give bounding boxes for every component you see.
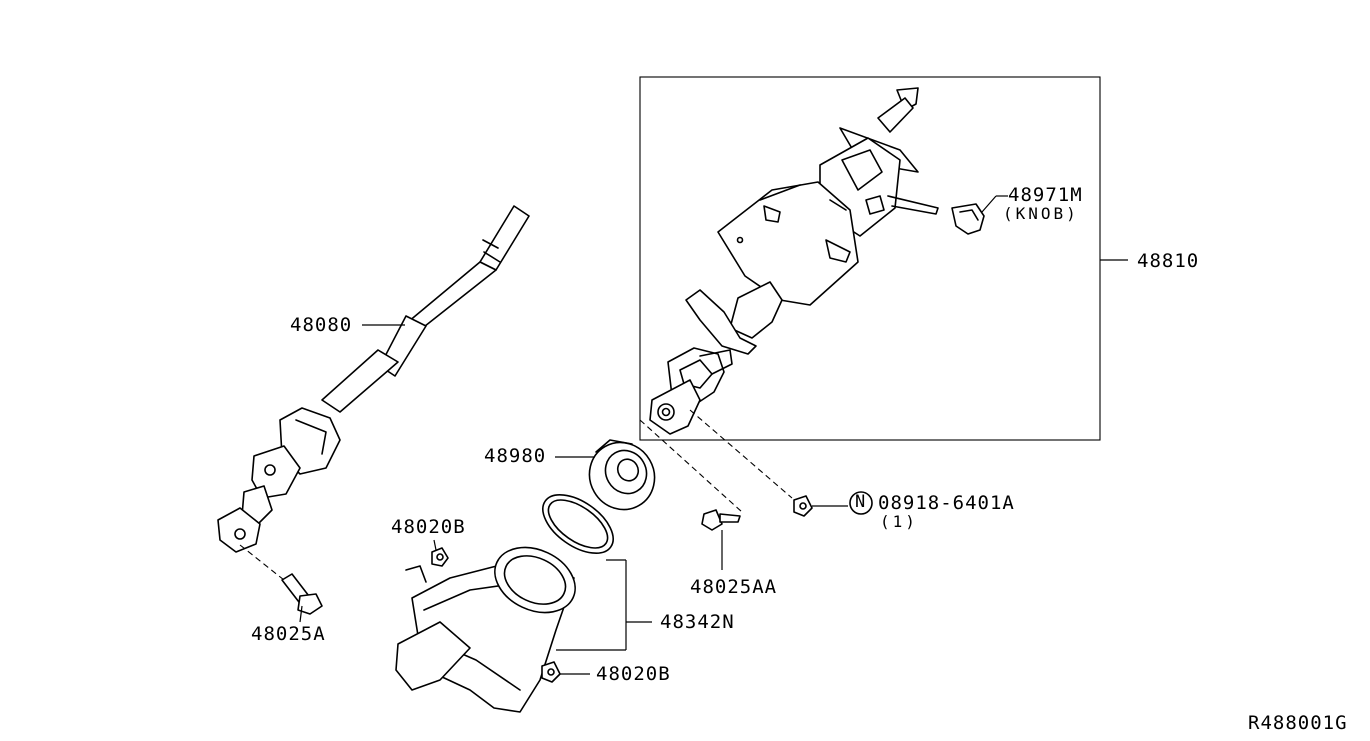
column-bolt xyxy=(639,419,743,570)
label-48020B-lower: 48020B xyxy=(596,663,671,685)
hole-seal xyxy=(555,439,656,511)
n-marker-circle xyxy=(849,491,873,515)
diagram-reference-code: R488001G xyxy=(1248,712,1348,734)
label-08918-6401A-qty: (1) xyxy=(880,512,918,531)
label-48020B-upper: 48020B xyxy=(391,516,466,538)
label-48080: 48080 xyxy=(290,314,353,336)
n-marker-letter: N xyxy=(855,492,866,512)
label-48810: 48810 xyxy=(1137,250,1200,272)
lower-joint-shaft xyxy=(217,205,530,553)
nut-lower xyxy=(541,661,590,683)
label-08918-6401A: 08918-6401A xyxy=(878,492,1015,514)
joint-bolt xyxy=(239,544,323,623)
standard-nut xyxy=(689,409,873,517)
tilt-knob xyxy=(951,195,1008,235)
assembly-frame xyxy=(639,76,1101,441)
label-48971M-note: (KNOB) xyxy=(1003,204,1079,223)
nut-upper xyxy=(431,539,449,567)
bracket-48342N xyxy=(556,559,652,651)
label-48980: 48980 xyxy=(484,445,547,467)
steering-column-assembly xyxy=(649,87,939,435)
cover-ring xyxy=(542,494,614,554)
label-48342N: 48342N xyxy=(660,611,735,633)
label-48025AA: 48025AA xyxy=(690,576,778,598)
label-48025A: 48025A xyxy=(251,623,326,645)
column-cover xyxy=(395,546,576,713)
label-48971M: 48971M xyxy=(1008,184,1083,206)
